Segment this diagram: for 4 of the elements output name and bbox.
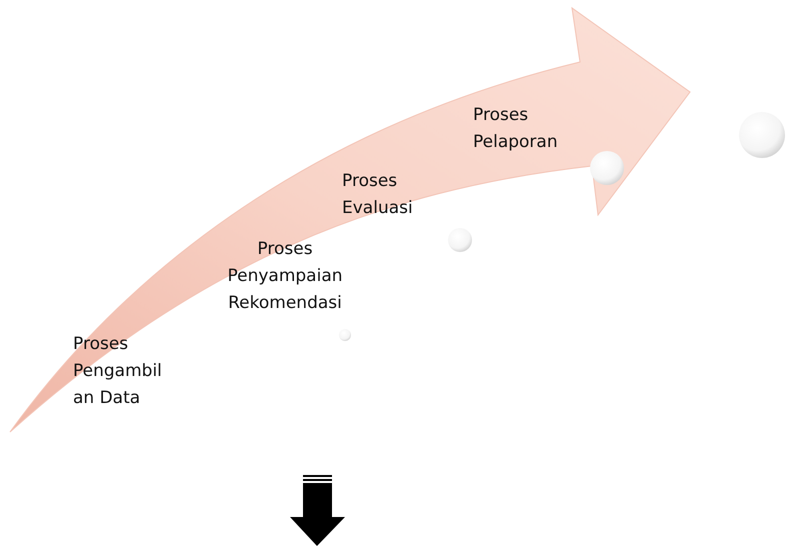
- step-label: Proses Evaluasi: [342, 170, 414, 220]
- step-label: Proses Pengambilan Data: [73, 333, 163, 410]
- step-label: Proses Penyampaian Rekomendasi: [226, 238, 344, 315]
- step-label: Proses Pelaporan: [473, 104, 559, 154]
